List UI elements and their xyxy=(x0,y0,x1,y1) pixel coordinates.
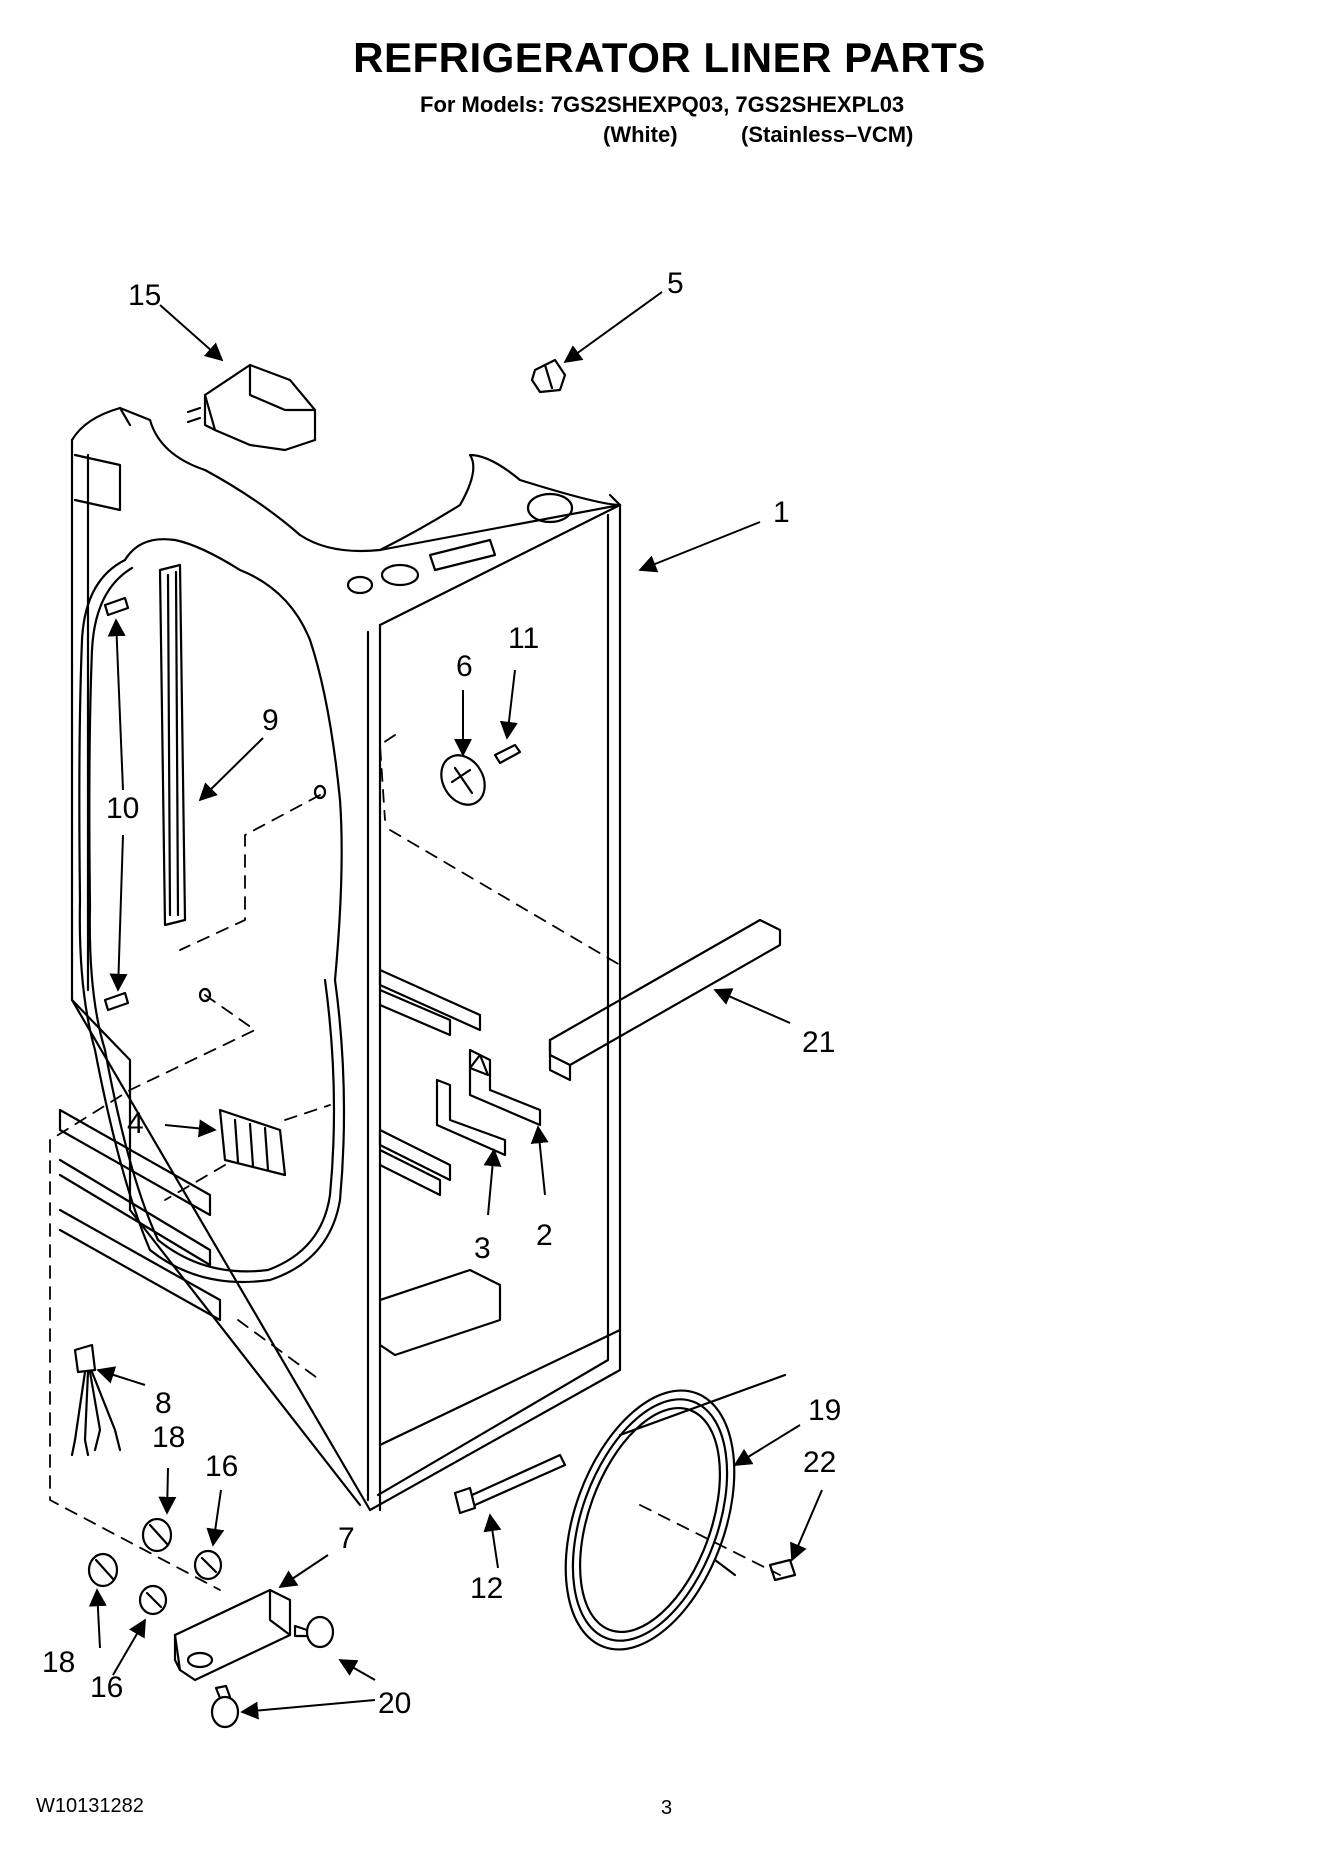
callout-19: 19 xyxy=(808,1394,841,1427)
callout-18-upper: 18 xyxy=(152,1421,185,1454)
variant-white: (White) xyxy=(603,122,678,147)
part-15-control-housing xyxy=(186,363,317,452)
part-12-cable-tie xyxy=(453,1453,567,1515)
callout-15: 15 xyxy=(128,279,161,312)
part-2-bracket xyxy=(468,1048,542,1127)
part-7-light-housing xyxy=(173,1588,292,1682)
part-6-round-cover xyxy=(440,754,486,806)
callout-22: 22 xyxy=(803,1446,836,1479)
callout-3: 3 xyxy=(474,1232,491,1265)
callout-20: 20 xyxy=(378,1687,411,1720)
callout-4: 4 xyxy=(127,1107,144,1140)
liner-cabinet xyxy=(58,406,622,1512)
callout-7: 7 xyxy=(338,1522,355,1555)
part-16-knob-upper xyxy=(193,1549,223,1581)
part-10-screws xyxy=(103,596,327,1012)
callout-11: 11 xyxy=(508,622,539,655)
callout-9: 9 xyxy=(262,704,279,737)
callout-18-lower: 18 xyxy=(42,1646,75,1679)
part-21-bracket xyxy=(548,918,782,1082)
part-20-bulbs xyxy=(210,1615,335,1729)
variant-stainless: (Stainless–VCM) xyxy=(741,122,914,147)
part-8-wire-harness xyxy=(70,1343,122,1457)
callout-6: 6 xyxy=(456,650,473,683)
part-16-knob-lower xyxy=(138,1584,168,1616)
part-9-vertical-rail xyxy=(158,563,187,927)
models-line: For Models: 7GS2SHEXPQ03, 7GS2SHEXPL03 xyxy=(420,92,905,117)
page-number: 3 xyxy=(661,1797,673,1819)
assembly-dashed-lines xyxy=(49,734,781,1591)
part-22-screw xyxy=(768,1558,797,1582)
part-3-bracket xyxy=(435,1078,507,1157)
document-number: W10131282 xyxy=(36,1795,144,1817)
part-11-screw xyxy=(493,743,522,765)
callout-12: 12 xyxy=(470,1572,503,1605)
page-title: REFRIGERATOR LINER PARTS xyxy=(353,34,986,81)
part-18-socket-upper xyxy=(141,1517,173,1553)
callout-16-upper: 16 xyxy=(205,1450,238,1483)
callout-10: 10 xyxy=(106,792,139,825)
callout-21: 21 xyxy=(802,1026,835,1059)
part-4-control-board xyxy=(218,1108,287,1177)
leader-arrows xyxy=(88,291,823,1720)
part-5-clip xyxy=(530,358,567,394)
callout-labels: 15 5 1 6 11 9 10 21 4 3 2 8 18 16 7 19 2… xyxy=(42,267,841,1720)
part-18-socket-lower xyxy=(87,1552,119,1588)
model-variants: (White) (Stainless–VCM) xyxy=(603,122,913,148)
callout-2: 2 xyxy=(536,1219,553,1252)
callout-8: 8 xyxy=(155,1387,172,1420)
callout-16-lower: 16 xyxy=(90,1671,123,1704)
part-19-coiled-tubing xyxy=(564,1373,787,1651)
callout-1: 1 xyxy=(773,496,790,529)
callout-5: 5 xyxy=(667,267,684,300)
